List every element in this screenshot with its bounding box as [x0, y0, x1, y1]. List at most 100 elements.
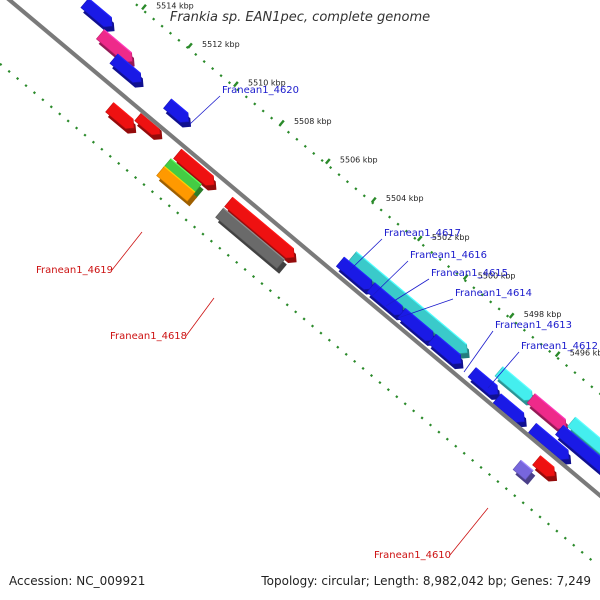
tick-dot-outer — [143, 10, 147, 14]
tick-dot-inner — [471, 458, 475, 462]
tick-dot-outer — [295, 137, 299, 141]
gene-label-leader — [449, 507, 489, 556]
tick-dot-outer — [320, 158, 324, 163]
gene-feature-highlight — [500, 393, 525, 414]
tick-dot-outer — [227, 81, 232, 85]
tick-label: 5498 kbp — [524, 310, 562, 319]
tick-label: 5508 kbp — [294, 117, 332, 126]
tick-dot-outer — [556, 356, 560, 361]
tick-dot-inner — [268, 289, 272, 293]
tick-dot-lines — [0, 3, 600, 561]
tick-mark — [187, 42, 193, 49]
gene-label-leader — [385, 278, 430, 307]
tick-dot-inner — [487, 472, 492, 477]
tick-dot-inner — [521, 501, 525, 505]
gene-feature-highlight — [170, 158, 202, 185]
gene-label-leader — [189, 95, 221, 125]
accession-text: Accession: NC_009921 — [9, 574, 146, 588]
tick-dot-inner — [226, 253, 230, 257]
tick-dot-outer — [472, 286, 476, 290]
gene-feature-highlight — [502, 366, 533, 392]
tick-mark — [462, 273, 469, 281]
tick-dot-inner — [0, 62, 3, 66]
tick-dot-inner — [302, 317, 306, 321]
gene-feature-highlight — [574, 416, 600, 439]
tick-dot-outer — [202, 59, 206, 64]
gene-feature-highlight — [475, 367, 498, 387]
tick-dot-outer — [497, 307, 501, 311]
tick-dot-inner — [91, 140, 95, 144]
tick-dot-inner — [437, 430, 441, 434]
gene-label-top: Franean1_4615 — [431, 268, 508, 279]
tick-dot-outer — [185, 45, 189, 49]
tick-dot-inner — [32, 91, 36, 95]
tick-dot-outer — [404, 229, 408, 233]
tick-dot-inner — [192, 225, 197, 229]
gene-feature-highlight — [535, 423, 569, 451]
tick-dot-outer — [219, 74, 223, 78]
tick-dot-outer — [244, 95, 248, 99]
gene-label-leader — [185, 297, 215, 337]
tick-dot-outer — [160, 24, 164, 28]
gene-feature — [526, 393, 567, 430]
topology-summary: Topology: circular; Length: 8,982,042 bp… — [261, 574, 591, 588]
gene-feature — [555, 424, 600, 473]
genome-backbone — [6, 0, 600, 499]
tick-dot-outer — [337, 173, 341, 177]
tick-dot-inner — [479, 465, 483, 469]
tick-mark — [508, 312, 515, 319]
gene-label-top: Franean1_4616 — [410, 250, 487, 261]
gene-label-bottom: Franean1_4610 — [374, 550, 451, 561]
tick-dot-outer — [270, 116, 274, 120]
gene-feature-highlight — [534, 393, 566, 420]
tick-dot-inner — [125, 168, 129, 173]
tick-dot-outer — [388, 215, 392, 219]
gene-feature-highlight — [89, 0, 112, 19]
tick-dot-inner — [530, 508, 534, 512]
tick-dot-inner — [218, 246, 222, 250]
tick-dot-outer — [354, 187, 358, 191]
tick-dot-outer — [455, 272, 459, 276]
tick-dot-outer — [253, 102, 257, 106]
tick-label: 5496 kbp — [570, 348, 600, 357]
tick-dot-inner — [7, 69, 11, 74]
gene-feature-highlight — [520, 459, 534, 472]
gene-label-leader — [349, 238, 383, 271]
tick-dot-inner — [319, 331, 323, 335]
tick-dot-outer — [447, 265, 451, 269]
tick-dot-inner — [184, 218, 188, 222]
genome-title: Frankia sp. EAN1pec, complete genome — [169, 10, 431, 25]
tick-dot-outer — [211, 67, 215, 71]
tick-label: 5510 kbp — [248, 79, 286, 88]
tick-dot-inner — [403, 402, 407, 406]
tick-dot-inner — [66, 119, 70, 123]
tick-dot-outer — [413, 236, 417, 240]
tick-dot-inner — [369, 373, 374, 378]
tick-dot-inner — [58, 112, 62, 116]
tick-dot-outer — [396, 222, 400, 226]
tick-dot-inner — [538, 515, 542, 519]
tick-dot-outer — [421, 243, 425, 247]
tick-dot-outer — [531, 335, 535, 339]
gene-feature-highlight — [170, 98, 189, 114]
gene-feature-highlight — [343, 256, 372, 281]
tick-dot-inner — [260, 282, 264, 286]
tick-dot-inner — [294, 310, 298, 314]
tick-dot-outer — [312, 151, 316, 155]
tick-dot-inner — [176, 211, 180, 215]
tick-dot-inner — [428, 423, 433, 427]
tick-dot-inner — [167, 204, 171, 208]
gene-labels: Franean1_4620Franean1_4617Franean1_4616F… — [36, 85, 598, 561]
tick-dot-outer — [590, 385, 594, 389]
gene-feature-highlight — [163, 165, 196, 193]
gene-label-leader — [111, 231, 143, 271]
tick-dot-outer — [379, 208, 383, 212]
tick-label: 5502 kbp — [432, 233, 470, 242]
tick-dot-outer — [329, 166, 333, 170]
tick-dot-inner — [378, 381, 382, 385]
tick-dot-inner — [513, 494, 517, 498]
tick-dot-inner — [580, 550, 584, 554]
tick-dot-outer — [362, 194, 366, 198]
tick-dot-inner — [49, 105, 53, 109]
